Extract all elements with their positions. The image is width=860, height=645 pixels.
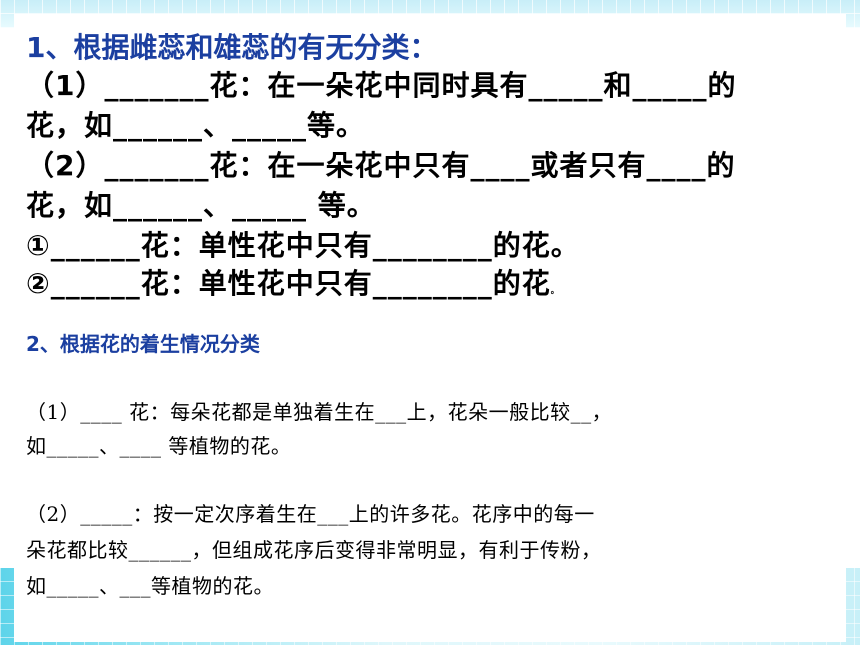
content-panel [14, 14, 846, 642]
section1-line-4: 花，如______、_____ 等。 [26, 189, 376, 222]
trailing-dot: 。 [550, 286, 560, 295]
section2-line-3: （2）_____：按一定次序着生在___上的许多花。花序中的每一 [26, 502, 595, 526]
section1-line-5: ①______花：单性花中只有________的花。 [26, 229, 580, 262]
section1-line-2: 花，如______、_____等。 [26, 109, 366, 142]
section1-line-6: ②______花：单性花中只有________的花。 [26, 262, 560, 302]
section2-line-1: （1）____ 花：每朵花都是单独着生在___上，花朵一般比较__， [26, 400, 613, 424]
section2-line-2: 如_____、____ 等植物的花。 [26, 434, 292, 458]
section2-line-4: 朵花都比较______，但组成花序后变得非常明显，有利于传粉， [26, 538, 602, 562]
section1-line-3: （2）_______花：在一朵花中只有____或者只有____的 [26, 149, 736, 182]
section2-line-5: 如_____、___等植物的花。 [26, 574, 274, 598]
section1-line-6-text: ②______花：单性花中只有________的花 [26, 267, 551, 300]
section1-title: 1、根据雌蕊和雄蕊的有无分类： [26, 31, 438, 64]
section2-title: 2、根据花的着生情况分类 [26, 332, 260, 356]
section1-line-1: （1）_______花：在一朵花中同时具有_____和_____的 [26, 69, 737, 102]
